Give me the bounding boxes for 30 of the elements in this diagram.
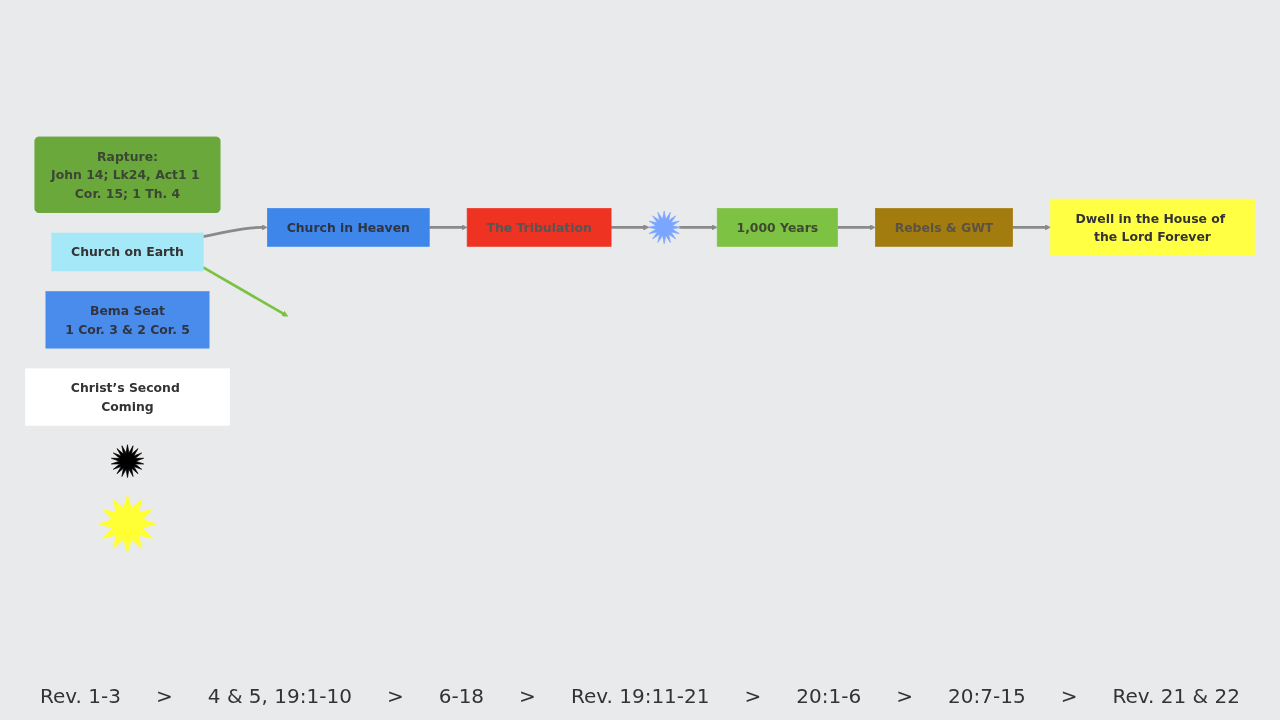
separator-symbol: > — [519, 684, 536, 708]
scripture-reference: 6-18 — [438, 684, 485, 708]
arrow — [611, 224, 650, 231]
scripture-reference: Rev. 1-3 — [40, 684, 121, 708]
node-box: Rebels & GWT — [875, 208, 1013, 247]
arrow — [202, 224, 268, 238]
scripture-reference: Rev. 19:11-21 — [570, 684, 710, 708]
node-box: Dwell in the House of the Lord Forever — [1050, 198, 1255, 256]
scripture-reference: 20:1-6 — [796, 684, 862, 708]
separator-symbol: > — [156, 684, 173, 708]
node-star — [111, 444, 144, 478]
arrow — [202, 266, 289, 317]
node-box: The Tribulation — [466, 208, 612, 247]
separator-symbol: > — [896, 684, 913, 708]
separator-symbol: > — [386, 684, 404, 708]
node-star — [647, 210, 681, 245]
node-box: Church on Earth — [51, 232, 204, 272]
node-box: Church in Heaven — [267, 208, 430, 247]
node-box: 1,000 Years — [716, 208, 838, 247]
scripture-reference: Rev. 21 & 22 — [1112, 684, 1240, 708]
arrow — [1012, 224, 1051, 231]
separator-symbol: > — [744, 684, 762, 708]
scripture-reference: 20:7-15 — [948, 684, 1026, 708]
separator-symbol: > — [1060, 684, 1078, 708]
arrow — [429, 224, 468, 231]
node-box: Bema Seat 1 Cor. 3 & 2 Cor. 5 — [45, 291, 210, 349]
node-star — [98, 494, 157, 554]
arrow — [679, 224, 718, 231]
arrow — [837, 224, 876, 231]
scripture-reference: 4 & 5, 19:1-10 — [207, 684, 352, 708]
